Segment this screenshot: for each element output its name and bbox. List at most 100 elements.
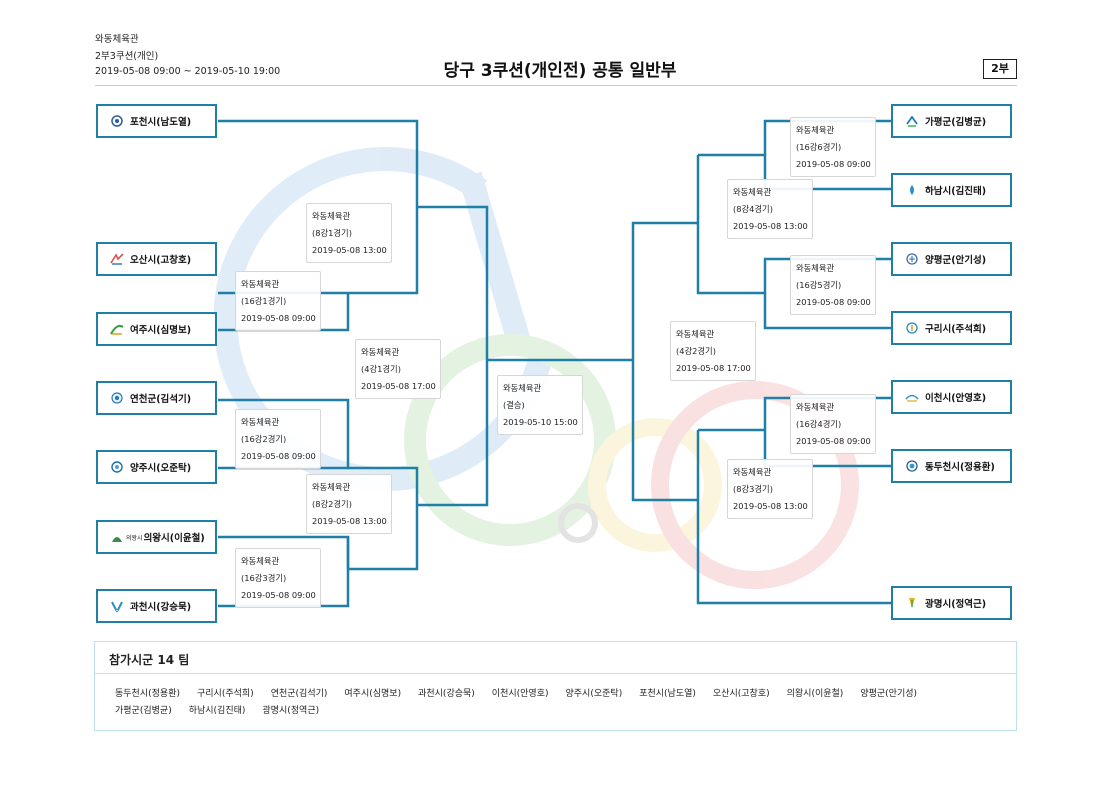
watermark-blue-stem [470,175,520,345]
yangju-emblem-icon [110,460,124,474]
participant-item: 동두천시(정용환) [115,686,180,703]
match-venue: 와동체육관 [503,380,577,397]
participant-item: 이천시(안영호) [492,686,549,703]
match-label: (16강1경기) [241,293,315,310]
guri-emblem-icon [905,321,919,335]
match-venue: 와동체육관 [312,208,386,225]
team-guri[interactable]: 구리시(주석희) [891,311,1012,345]
participant-item: 연천군(김석기) [271,686,328,703]
participant-item: 구리시(주석희) [197,686,254,703]
match-label: (8강1경기) [312,225,386,242]
yeoncheon-emblem-icon [110,391,124,405]
participant-item: 가평군(김병균) [115,703,172,720]
match-time: 2019-05-08 17:00 [361,378,435,395]
match-card-sf1[interactable]: 와동체육관 (4강1경기) 2019-05-08 17:00 [355,339,441,399]
match-time: 2019-05-08 13:00 [733,218,807,235]
match-venue: 와동체육관 [796,399,870,416]
match-label: (4강2경기) [676,343,750,360]
match-venue: 와동체육관 [733,184,807,201]
dongducheon-emblem-icon [905,459,919,473]
gwacheon-emblem-icon [110,599,124,613]
match-venue: 와동체육관 [241,553,315,570]
team-name: 포천시(남도열) [130,114,191,128]
participant-item: 의왕시(이윤철) [787,686,844,703]
participants-divider [95,673,1016,674]
participant-item: 포천시(남도열) [639,686,696,703]
team-name: 양평군(안기성) [925,252,986,266]
participant-item: 광명시(정역근) [262,703,319,720]
match-venue: 와동체육관 [241,276,315,293]
match-label: (16강6경기) [796,139,870,156]
team-osan[interactable]: 오산시(고창호) [96,242,217,276]
pocheon-emblem-icon [110,114,124,128]
match-card-r16-6[interactable]: 와동체육관 (16강6경기) 2019-05-08 09:00 [790,117,876,177]
participant-item: 오산시(고창호) [713,686,770,703]
team-uiwang[interactable]: 의왕시 의왕시(이윤철) [96,520,217,554]
team-yangpyeong[interactable]: 양평군(안기성) [891,242,1012,276]
team-name: 오산시(고창호) [130,252,191,266]
team-dongducheon[interactable]: 동두천시(정용환) [891,449,1012,483]
match-card-r16-2[interactable]: 와동체육관 (16강2경기) 2019-05-08 09:00 [235,409,321,469]
participant-item: 여주시(심명보) [344,686,401,703]
match-venue: 와동체육관 [796,122,870,139]
team-pocheon[interactable]: 포천시(남도열) [96,104,217,138]
match-venue: 와동체육관 [241,414,315,431]
hanam-emblem-icon [905,183,919,197]
team-name: 이천시(안영호) [925,390,986,404]
match-card-qf2[interactable]: 와동체육관 (8강2경기) 2019-05-08 13:00 [306,474,392,534]
participant-item: 양주시(오준탁) [566,686,623,703]
yeoju-emblem-icon [110,322,124,336]
icheon-emblem-icon [905,390,919,404]
team-name: 구리시(주석희) [925,321,986,335]
match-time: 2019-05-08 09:00 [796,156,870,173]
match-label: (8강4경기) [733,201,807,218]
team-icheon[interactable]: 이천시(안영호) [891,380,1012,414]
match-label: (결승) [503,397,577,414]
match-time: 2019-05-08 09:00 [241,587,315,604]
match-card-r16-5[interactable]: 와동체육관 (16강5경기) 2019-05-08 09:00 [790,255,876,315]
team-name: 의왕시(이윤철) [144,530,205,544]
team-gwacheon[interactable]: 과천시(강승묵) [96,589,217,623]
uiwang-emblem-text: 의왕시 [126,533,143,542]
match-venue: 와동체육관 [361,344,435,361]
uiwang-emblem-icon [110,530,124,544]
team-yeoncheon[interactable]: 연천군(김석기) [96,381,217,415]
match-venue: 와동체육관 [312,479,386,496]
match-label: (8강2경기) [312,496,386,513]
participants-list: 동두천시(정용환) 구리시(주석희) 연천군(김석기) 여주시(심명보) 과천시(강승묵… [115,686,995,720]
team-name: 과천시(강승묵) [130,599,191,613]
match-card-qf3[interactable]: 와동체육관 (8강3경기) 2019-05-08 13:00 [727,459,813,519]
participants-panel: 참가시군 14 팀 동두천시(정용환)구리시(주석희)연천군(김석기)여주시(심… [94,641,1017,731]
team-gwangmyeong[interactable]: 광명시(정역근) [891,586,1012,620]
participant-item: 양평군(안기성) [860,686,917,703]
match-label: (16강3경기) [241,570,315,587]
match-card-qf4[interactable]: 와동체육관 (8강4경기) 2019-05-08 13:00 [727,179,813,239]
match-card-final[interactable]: 와동체육관 (결승) 2019-05-10 15:00 [497,375,583,435]
match-card-r16-3[interactable]: 와동체육관 (16강3경기) 2019-05-08 09:00 [235,548,321,608]
gapyeong-emblem-icon [905,114,919,128]
match-label: (16강4경기) [796,416,870,433]
team-name: 연천군(김석기) [130,391,191,405]
team-yangju[interactable]: 양주시(오준탁) [96,450,217,484]
osan-emblem-icon [110,252,124,266]
team-name: 양주시(오준탁) [130,460,191,474]
team-name: 광명시(정역근) [925,596,986,610]
match-time: 2019-05-08 13:00 [733,498,807,515]
match-time: 2019-05-08 13:00 [312,242,386,259]
match-time: 2019-05-08 13:00 [312,513,386,530]
match-time: 2019-05-08 09:00 [796,433,870,450]
match-time: 2019-05-08 09:00 [241,310,315,327]
match-label: (8강3경기) [733,481,807,498]
match-card-qf1[interactable]: 와동체육관 (8강1경기) 2019-05-08 13:00 [306,203,392,263]
match-venue: 와동체육관 [733,464,807,481]
match-label: (4강1경기) [361,361,435,378]
team-hanam[interactable]: 하남시(김진태) [891,173,1012,207]
gwangmyeong-emblem-icon [905,596,919,610]
match-card-r16-1[interactable]: 와동체육관 (16강1경기) 2019-05-08 09:00 [235,271,321,331]
match-card-r16-4[interactable]: 와동체육관 (16강4경기) 2019-05-08 09:00 [790,394,876,454]
match-time: 2019-05-08 09:00 [241,448,315,465]
participant-item: 과천시(강승묵) [418,686,475,703]
team-yeoju[interactable]: 여주시(심명보) [96,312,217,346]
team-gapyeong[interactable]: 가평군(김병균) [891,104,1012,138]
match-card-sf2[interactable]: 와동체육관 (4강2경기) 2019-05-08 17:00 [670,321,756,381]
